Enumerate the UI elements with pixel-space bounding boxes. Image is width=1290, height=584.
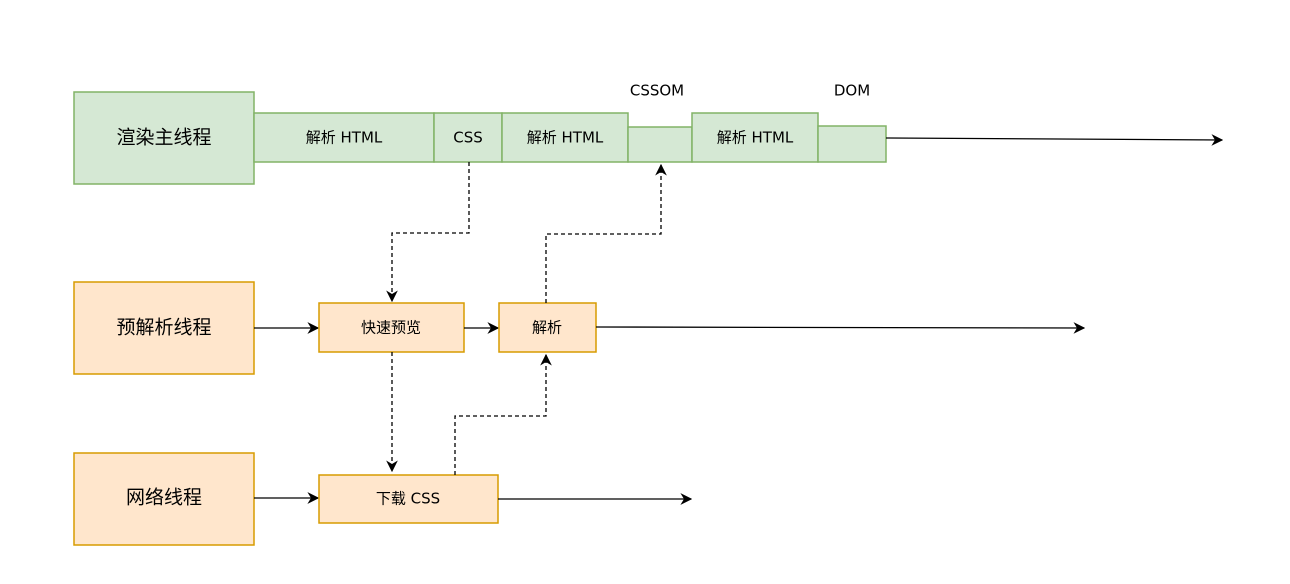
network-thread-row: 网络线程 下载 CSS — [73, 452, 693, 546]
main-thread-row: 渲染主线程 解析 HTML CSS 解析 HTML 解析 HTML CSSOM … — [73, 82, 1224, 185]
segment-css — [433, 112, 503, 163]
segment-parse-html-3 — [691, 112, 819, 163]
preparse-timeline-arrow — [595, 322, 1086, 334]
parse-box — [498, 302, 597, 353]
preparse-thread-label-box — [73, 281, 255, 375]
segment-cssom — [627, 126, 693, 163]
segment-parse-html-1-label: 解析 HTML — [306, 129, 383, 147]
main-thread-label: 渲染主线程 — [116, 127, 211, 149]
download-to-parse-connector — [454, 353, 552, 475]
main-thread-label-box — [73, 91, 255, 185]
cssom-label: CSSOM — [630, 82, 684, 100]
preparse-thread-row: 预解析线程 快速预览 解析 — [73, 281, 1086, 375]
segment-parse-html-2-label: 解析 HTML — [527, 129, 604, 147]
download-css-label: 下载 CSS — [376, 490, 440, 508]
segment-css-label: CSS — [453, 129, 483, 147]
download-css-box — [318, 474, 499, 524]
segment-parse-html-3-label: 解析 HTML — [717, 129, 794, 147]
parse-label: 解析 — [532, 319, 562, 337]
segment-parse-html-1 — [253, 112, 435, 163]
css-to-quick-scan-connector — [386, 162, 470, 303]
segment-dom — [817, 125, 887, 163]
network-thread-label: 网络线程 — [126, 487, 202, 509]
dom-label: DOM — [834, 82, 870, 100]
parse-to-cssom-connector — [545, 163, 667, 303]
quick-scan-label: 快速预览 — [361, 319, 421, 337]
network-thread-label-box — [73, 452, 255, 546]
main-timeline-arrow — [885, 134, 1224, 146]
preparse-thread-label: 预解析线程 — [116, 317, 211, 339]
